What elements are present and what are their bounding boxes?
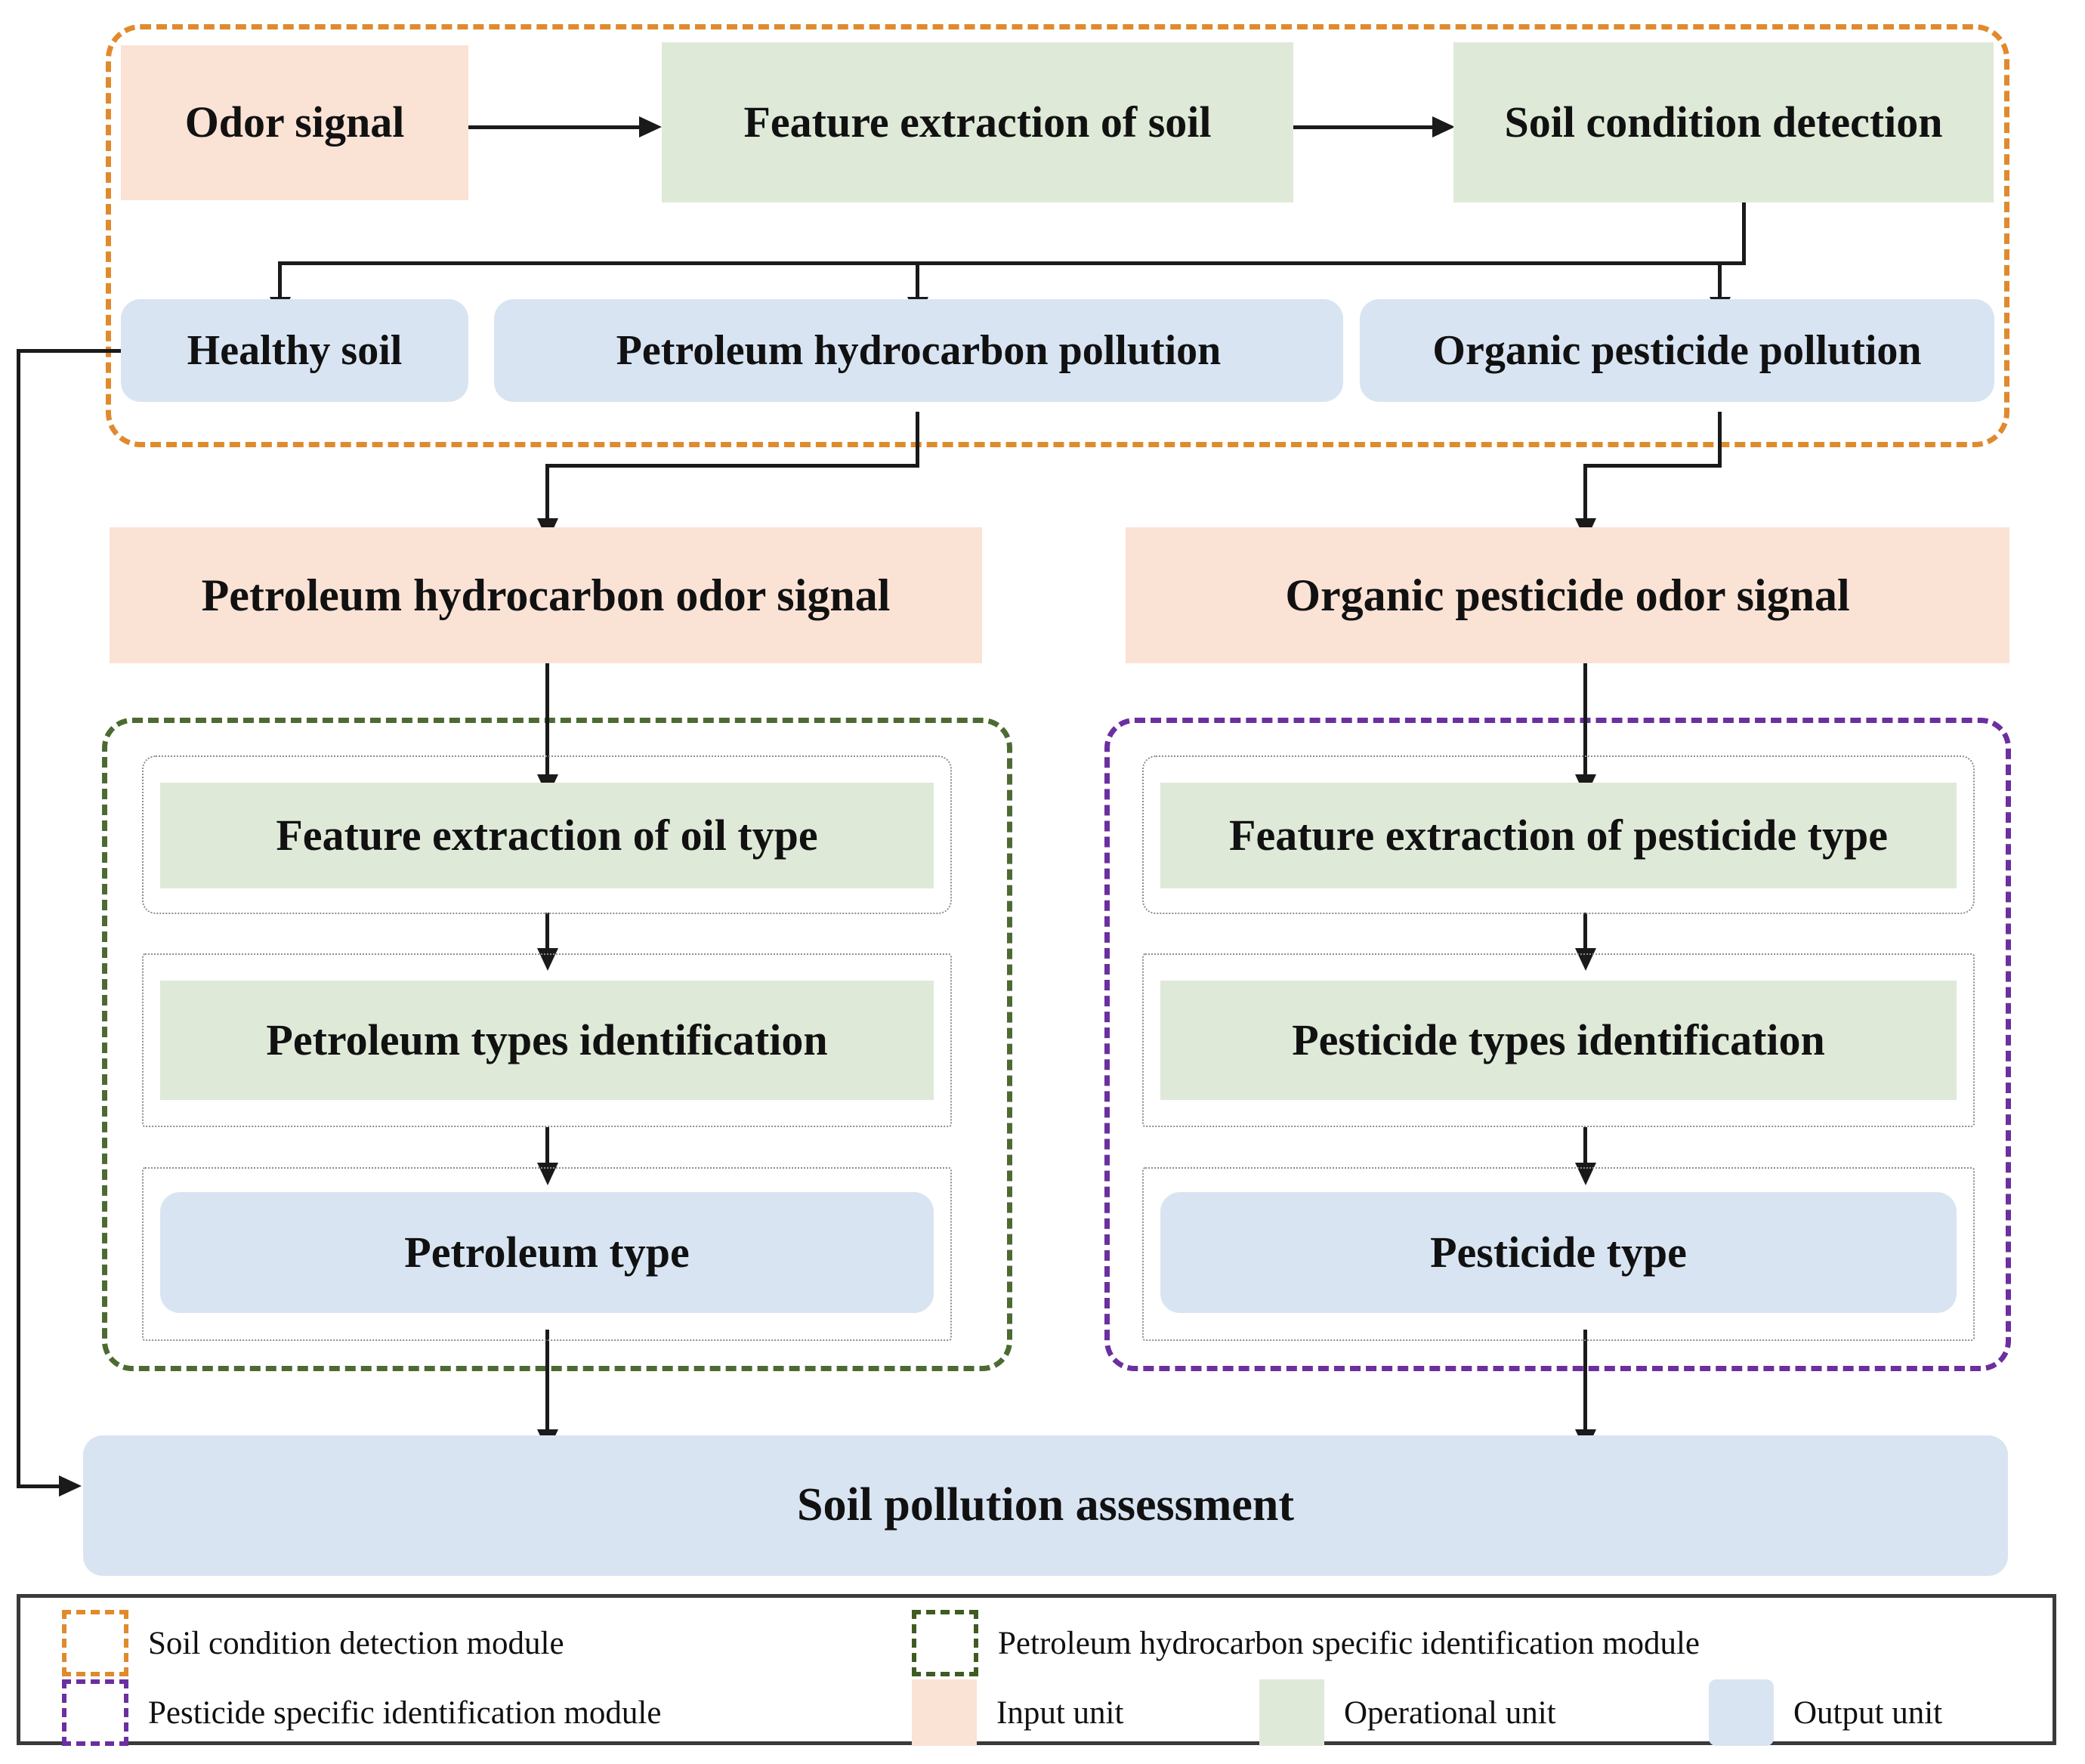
- node-healthy-soil-label: Healthy soil: [187, 326, 403, 374]
- connector-petpollution-down: [916, 412, 919, 467]
- node-pesticide-type-label: Pesticide type: [1430, 1227, 1687, 1277]
- legend-label-output-unit: Output unit: [1793, 1694, 1943, 1731]
- legend-swatch-output-unit-icon: [1709, 1679, 1774, 1746]
- node-pesticide-type[interactable]: Pesticide type: [1160, 1192, 1957, 1313]
- connector-drop-pesticide: [1718, 261, 1722, 303]
- connector-pestodor-to-featurepest: [1583, 663, 1587, 780]
- connector-drop-petroleum: [916, 261, 919, 303]
- node-odor-signal[interactable]: Odor signal: [121, 45, 468, 200]
- node-petroleum-type[interactable]: Petroleum type: [160, 1192, 934, 1313]
- legend-swatch-dashed-green-icon: [912, 1610, 978, 1676]
- node-petroleum-types-identification[interactable]: Petroleum types identification: [160, 981, 934, 1100]
- legend-label-petroleum-module: Petroleum hydrocarbon specific identific…: [998, 1625, 1700, 1661]
- node-feature-extraction-of-oil-type[interactable]: Feature extraction of oil type: [160, 783, 934, 888]
- connector-petodor-to-featureoil: [545, 663, 549, 780]
- node-soil-condition-detection-label: Soil condition detection: [1504, 97, 1943, 147]
- node-petroleum-hydrocarbon-odor-signal[interactable]: Petroleum hydrocarbon odor signal: [110, 527, 982, 663]
- wrapper-pesticide-types-identification: [1142, 953, 1975, 1127]
- node-feature-extraction-of-oil-type-label: Feature extraction of oil type: [276, 810, 818, 860]
- connector-petpollution-jog: [545, 464, 919, 468]
- node-soil-condition-detection[interactable]: Soil condition detection: [1453, 42, 1994, 202]
- connector-pestpollution-jog: [1583, 464, 1722, 468]
- legend-item-pesticide-module: Pesticide specific identification module: [62, 1679, 661, 1746]
- legend-swatch-dashed-orange-icon: [62, 1610, 128, 1676]
- node-soil-pollution-assessment-label: Soil pollution assessment: [796, 1479, 1295, 1531]
- node-healthy-soil[interactable]: Healthy soil: [121, 299, 468, 402]
- legend-label-input-unit: Input unit: [996, 1694, 1124, 1731]
- arrowhead-featurepest-to-pestidentify: [1575, 948, 1596, 971]
- arrowhead-featureoil-to-petidentify: [537, 948, 558, 971]
- connector-healthysoil-left: [17, 349, 145, 353]
- connector-pesttype-to-assessment: [1583, 1330, 1587, 1435]
- node-soil-pollution-assessment[interactable]: Soil pollution assessment: [83, 1435, 2008, 1576]
- arrowhead-pestidentify-to-pesttype: [1575, 1163, 1596, 1185]
- connector-pettype-to-assessment: [545, 1330, 549, 1435]
- wrapper-feature-extraction-pesticide: [1142, 755, 1975, 914]
- node-feature-extraction-of-pesticide-type[interactable]: Feature extraction of pesticide type: [1160, 783, 1957, 888]
- wrapper-pesticide-type: [1142, 1167, 1975, 1341]
- wrapper-feature-extraction-oil: [142, 755, 952, 914]
- legend-item-operational-unit: Operational unit: [1259, 1679, 1556, 1746]
- legend-label-operational-unit: Operational unit: [1344, 1694, 1556, 1731]
- arrowhead-odor-to-feature: [639, 116, 662, 137]
- connector-healthysoil-spine: [17, 349, 20, 1488]
- node-pesticide-types-identification[interactable]: Pesticide types identification: [1160, 981, 1957, 1100]
- connector-featureoil-to-petidentify: [545, 913, 549, 954]
- legend-item-input-unit: Input unit: [912, 1679, 1123, 1746]
- connector-pestpollution-down: [1718, 412, 1722, 467]
- legend-item-petroleum-module: Petroleum hydrocarbon specific identific…: [912, 1610, 1700, 1676]
- legend-swatch-input-unit-icon: [912, 1679, 977, 1746]
- node-petroleum-hydrocarbon-odor-signal-label: Petroleum hydrocarbon odor signal: [201, 570, 891, 620]
- wrapper-petroleum-types-identification: [142, 953, 952, 1127]
- petroleum-identification-module-frame: [102, 718, 1012, 1371]
- node-petroleum-hydrocarbon-pollution-label: Petroleum hydrocarbon pollution: [616, 326, 1222, 374]
- wrapper-petroleum-type: [142, 1167, 952, 1341]
- arrowhead-petidentify-to-pettype: [537, 1163, 558, 1185]
- node-pesticide-types-identification-label: Pesticide types identification: [1292, 1015, 1825, 1064]
- soil-condition-detection-module-frame: [106, 24, 2009, 447]
- legend-swatch-operational-unit-icon: [1259, 1679, 1324, 1746]
- connector-odor-to-feature: [468, 125, 642, 129]
- legend-item-soil-condition-module: Soil condition detection module: [62, 1610, 564, 1676]
- legend-item-output-unit: Output unit: [1709, 1679, 1942, 1746]
- node-organic-pesticide-pollution-label: Organic pesticide pollution: [1432, 326, 1922, 374]
- node-petroleum-type-label: Petroleum type: [404, 1227, 690, 1277]
- connector-drop-healthy: [278, 261, 282, 303]
- arrowhead-feature-to-detection: [1432, 116, 1455, 137]
- node-organic-pesticide-odor-signal[interactable]: Organic pesticide odor signal: [1126, 527, 2009, 663]
- connector-petpollution-to-odor: [545, 464, 549, 524]
- connector-featurepest-to-pestidentify: [1583, 913, 1587, 954]
- legend-label-soil-condition-module: Soil condition detection module: [148, 1625, 564, 1661]
- node-organic-pesticide-pollution[interactable]: Organic pesticide pollution: [1360, 299, 1994, 402]
- node-feature-extraction-of-soil-label: Feature extraction of soil: [743, 97, 1212, 147]
- node-petroleum-hydrocarbon-pollution[interactable]: Petroleum hydrocarbon pollution: [494, 299, 1343, 402]
- legend-swatch-dashed-purple-icon: [62, 1679, 128, 1746]
- pesticide-identification-module-frame: [1104, 718, 2011, 1371]
- connector-healthysoil-to-assessment: [17, 1484, 62, 1488]
- node-feature-extraction-of-pesticide-type-label: Feature extraction of pesticide type: [1229, 810, 1888, 860]
- connector-detection-down-stub: [1742, 181, 1746, 264]
- node-odor-signal-label: Odor signal: [184, 97, 405, 147]
- connector-detection-bus: [278, 261, 1746, 265]
- connector-feature-to-detection: [1292, 125, 1435, 129]
- connector-pestidentify-to-pesttype: [1583, 1127, 1587, 1169]
- node-organic-pesticide-odor-signal-label: Organic pesticide odor signal: [1285, 570, 1850, 620]
- legend-label-pesticide-module: Pesticide specific identification module: [148, 1694, 662, 1731]
- arrowhead-healthysoil-to-assessment: [59, 1475, 82, 1497]
- connector-petidentify-to-pettype: [545, 1127, 549, 1169]
- connector-pestpollution-to-odor: [1583, 464, 1587, 524]
- node-feature-extraction-of-soil[interactable]: Feature extraction of soil: [662, 42, 1293, 202]
- node-petroleum-types-identification-label: Petroleum types identification: [266, 1015, 828, 1064]
- legend: Soil condition detection module Petroleu…: [17, 1594, 2056, 1746]
